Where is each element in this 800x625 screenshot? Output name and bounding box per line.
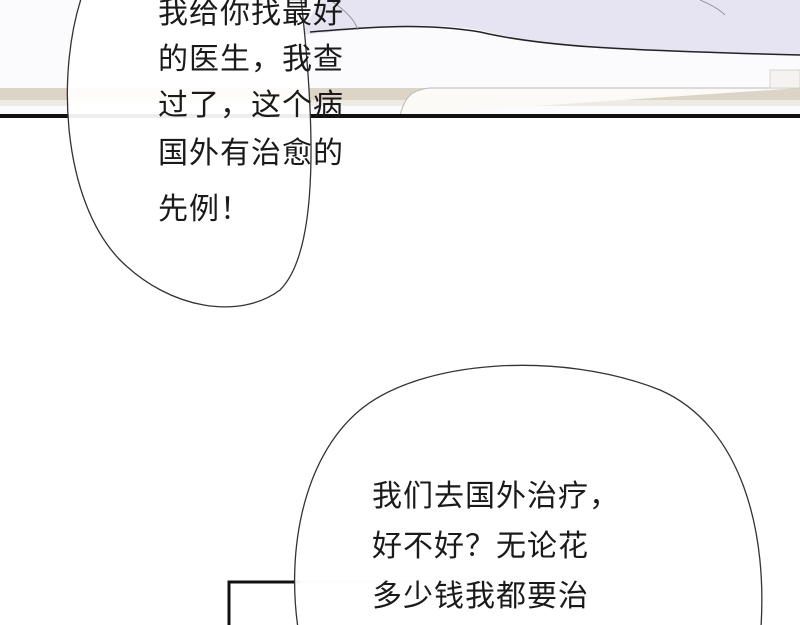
fabric-fold bbox=[329, 0, 359, 31]
dialogue-line: 国外有治愈的 bbox=[158, 136, 344, 171]
bed-edge bbox=[399, 87, 800, 116]
dialogue-line: 我给你找最好 bbox=[158, 0, 344, 31]
dialogue-line: 好不好？无论花 bbox=[372, 529, 589, 564]
bed-post bbox=[769, 69, 800, 89]
dialogue-line: 多少钱我都要治 bbox=[372, 579, 589, 614]
fabric-shape bbox=[300, 0, 800, 55]
fabric-fold bbox=[699, 0, 726, 16]
dialogue-line: 先例！ bbox=[158, 192, 251, 227]
speech-bubble-bottom bbox=[293, 364, 763, 625]
dialogue-line: 过了，这个病 bbox=[158, 88, 344, 123]
shelf-band-light bbox=[0, 100, 800, 106]
dialogue-line: 我们去国外治疗， bbox=[372, 479, 620, 514]
lower-panel-frame bbox=[227, 580, 300, 625]
fabric-outline bbox=[309, 25, 800, 56]
panel-border bbox=[0, 114, 800, 118]
dialogue-line: 的医生，我查 bbox=[158, 42, 344, 77]
speech-bubble-top bbox=[66, 0, 312, 308]
